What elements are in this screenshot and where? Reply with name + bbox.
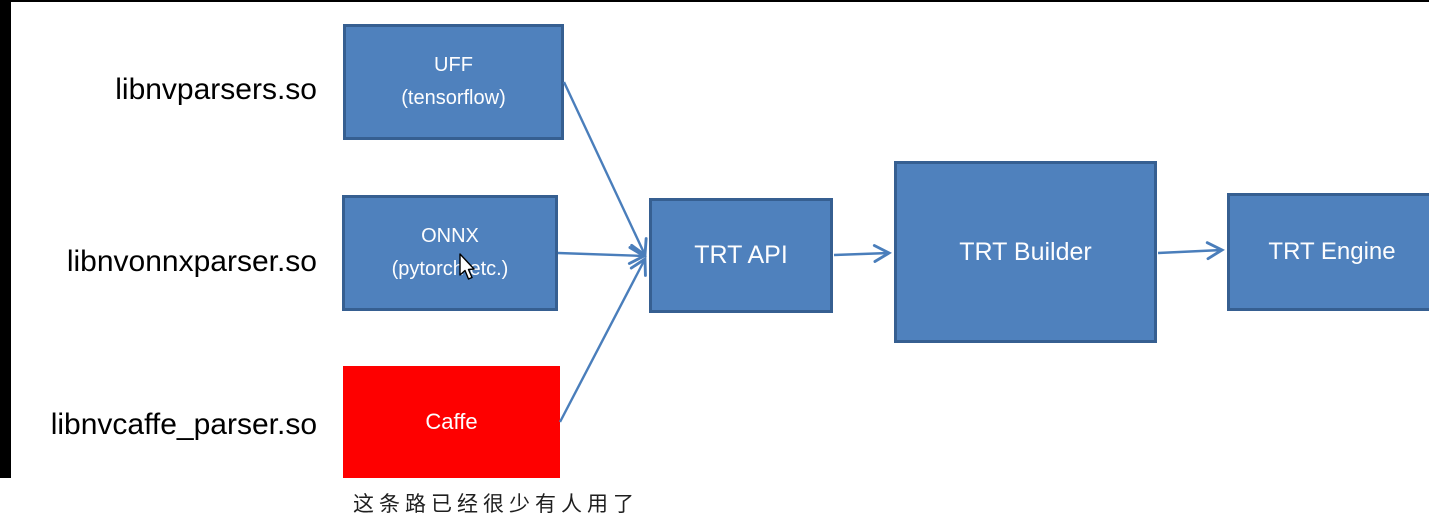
edge-onnx-to-api — [557, 246, 647, 265]
caption-caffe-path-note: 这条路已经很少有人用了 — [353, 493, 639, 514]
node-trt-engine-title: TRT Engine — [1268, 238, 1396, 265]
node-trt-api-title: TRT API — [694, 241, 788, 269]
label-libnvonnxparser: libnvonnxparser.so — [66, 245, 317, 278]
node-trt-builder-title: TRT Builder — [959, 237, 1092, 266]
left-edge-bar — [0, 0, 11, 478]
label-libnvcaffe-parser: libnvcaffe_parser.so — [50, 408, 317, 441]
node-trt-engine: TRT Engine — [1227, 193, 1429, 311]
edge-builder-to-engine — [1157, 241, 1225, 261]
node-onnx-title: ONNX — [421, 225, 479, 247]
node-onnx: ONNX (pytorch etc.) — [342, 195, 558, 311]
edge-api-to-builder — [833, 244, 892, 263]
node-uff-title: UFF — [434, 54, 473, 76]
node-uff: UFF (tensorflow) — [343, 24, 564, 140]
node-trt-builder: TRT Builder — [894, 161, 1157, 343]
node-trt-api: TRT API — [649, 198, 833, 313]
node-uff-subtitle: (tensorflow) — [401, 87, 506, 109]
node-caffe-title: Caffe — [425, 409, 478, 434]
edge-caffe-to-api — [558, 256, 647, 423]
node-caffe: Caffe — [343, 366, 560, 478]
edge-uff-to-api — [562, 81, 648, 258]
node-onnx-subtitle: (pytorch etc.) — [391, 258, 509, 280]
label-libnvparsers: libnvparsers.so — [115, 73, 317, 106]
top-edge-bar — [0, 0, 1429, 2]
